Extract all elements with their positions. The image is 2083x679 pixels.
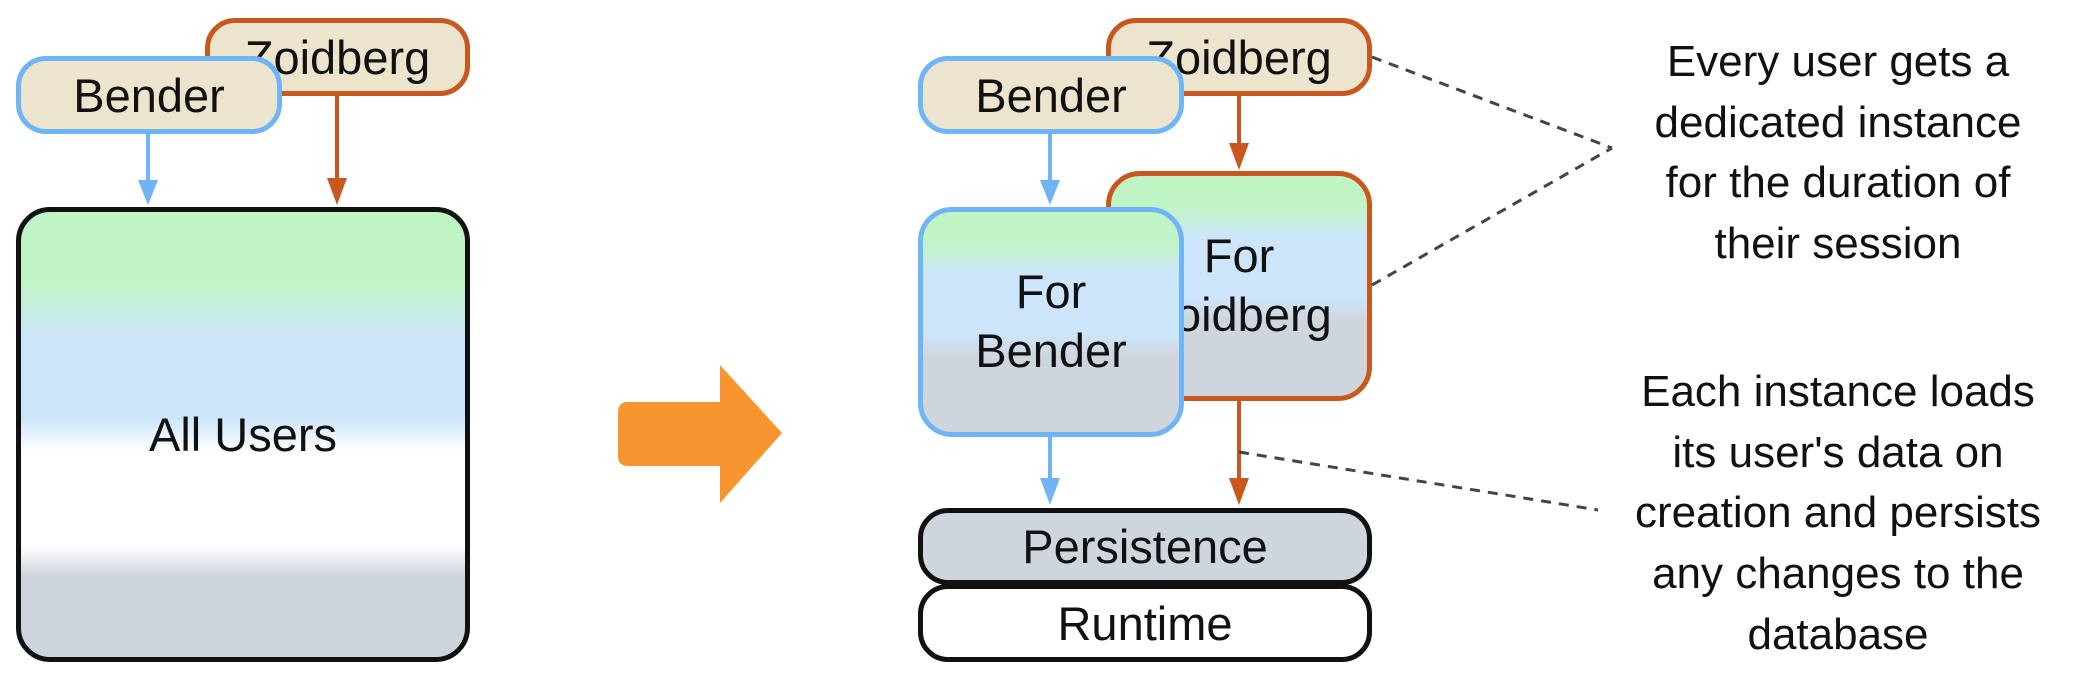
note-top-line-4: their session bbox=[1714, 219, 1962, 269]
right-bender-label: Bender bbox=[975, 68, 1127, 122]
right-bender-pill: Bender bbox=[918, 56, 1184, 134]
note-top-line-1: Every user gets a bbox=[1666, 37, 2010, 86]
right-zoidberg-arrowhead-top bbox=[1229, 143, 1249, 170]
persistence-label: Persistence bbox=[1022, 520, 1268, 573]
note-bottom-line-3: creation and persists bbox=[1635, 488, 2041, 538]
for-bender-text: For Bender bbox=[975, 263, 1127, 381]
for-bender-box: For Bender bbox=[918, 207, 1184, 437]
note-top-line-2: dedicated instance bbox=[1654, 97, 2022, 147]
for-zoidberg-line-1: For bbox=[1203, 229, 1275, 283]
left-zoidberg-arrowhead bbox=[327, 178, 347, 205]
note-bottom-line-4: any changes to the bbox=[1652, 549, 2024, 599]
for-bender-line-2: Bender bbox=[975, 324, 1127, 377]
left-bender-label: Bender bbox=[73, 68, 225, 122]
persistence-layer: Persistence bbox=[918, 508, 1372, 585]
for-bender-line-1: For bbox=[1015, 265, 1087, 319]
left-bender-arrowhead bbox=[138, 180, 158, 205]
callout-line-persistence bbox=[1238, 450, 1599, 512]
note-bottom-line-5: database bbox=[1747, 609, 1929, 659]
note-dedicated-instance: Every user gets a dedicated instance for… bbox=[1592, 32, 2083, 275]
runtime-label: Runtime bbox=[1057, 596, 1233, 650]
note-load-and-persist: Each instance loads its user's data on c… bbox=[1592, 362, 2083, 666]
right-bender-arrowhead-top bbox=[1040, 180, 1060, 205]
callout-line-zoidberg-pill bbox=[1371, 55, 1613, 150]
note-top-line-3: for the duration of bbox=[1665, 158, 2011, 208]
right-bender-arrowhead-bottom bbox=[1040, 478, 1060, 505]
note-bottom-line-1: Each instance loads bbox=[1641, 367, 2035, 416]
right-zoidberg-arrowhead-bottom bbox=[1229, 478, 1249, 505]
transition-arrow bbox=[618, 365, 782, 503]
runtime-layer: Runtime bbox=[918, 584, 1372, 662]
left-bender-pill: Bender bbox=[16, 56, 282, 134]
callout-line-zoidberg-instance bbox=[1371, 146, 1613, 287]
note-bottom-line-2: its user's data on bbox=[1672, 427, 2004, 477]
all-users-label: All Users bbox=[148, 408, 338, 461]
all-users-box: All Users bbox=[16, 207, 470, 662]
